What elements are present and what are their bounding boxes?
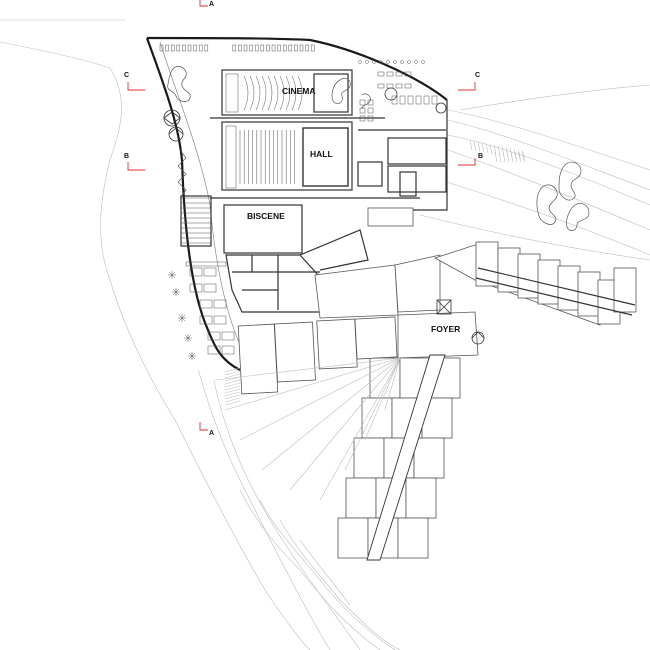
compass-icon xyxy=(163,87,485,345)
west-wall xyxy=(145,37,241,371)
hall-block xyxy=(221,121,353,191)
foyer-wing xyxy=(337,241,637,561)
section-marks xyxy=(127,0,476,431)
east-room-1 xyxy=(387,137,447,165)
planters xyxy=(167,66,371,110)
section-mark-c-right xyxy=(458,82,476,91)
cinema-seating xyxy=(243,75,303,111)
section-mark-b-left xyxy=(127,162,145,171)
annex-box xyxy=(367,207,414,227)
connector-rooms xyxy=(314,254,441,319)
section-mark-c-left xyxy=(127,82,145,91)
stairs-west xyxy=(180,195,241,406)
foyer-block xyxy=(397,311,479,359)
biscene-block xyxy=(223,204,303,254)
fan-lines xyxy=(214,357,401,501)
north-furniture xyxy=(159,44,438,122)
room-label-biscene: BISCENE xyxy=(247,211,285,221)
room-label-cinema: CINEMA xyxy=(282,86,316,96)
stair-core xyxy=(357,161,383,187)
section-label-a-top: A xyxy=(209,1,214,8)
section-mark-a-bottom xyxy=(199,422,208,431)
section-label-b-right: B xyxy=(478,153,483,160)
hall-seating xyxy=(239,130,295,184)
east-wall xyxy=(400,100,448,211)
west-inner-line xyxy=(159,41,241,346)
north-wall xyxy=(146,36,448,101)
room-label-foyer: FOYER xyxy=(431,324,460,334)
section-label-c-right: C xyxy=(475,72,480,79)
tree-cluster xyxy=(536,161,590,231)
road-lines xyxy=(419,84,650,261)
section-label-b-left: B xyxy=(124,153,129,160)
west-furniture xyxy=(168,261,235,360)
cinema-block xyxy=(221,69,353,116)
west-zigzag xyxy=(177,149,187,199)
section-mark-a-top xyxy=(199,0,208,7)
room-label-hall: HALL xyxy=(310,149,333,159)
section-mark-b-right xyxy=(458,158,476,166)
southwest-blocks xyxy=(237,316,398,395)
parking-stripes xyxy=(469,139,526,163)
section-label-c-left: C xyxy=(124,72,129,79)
section-label-a-bottom: A xyxy=(209,430,214,437)
east-room-2 xyxy=(387,165,447,193)
